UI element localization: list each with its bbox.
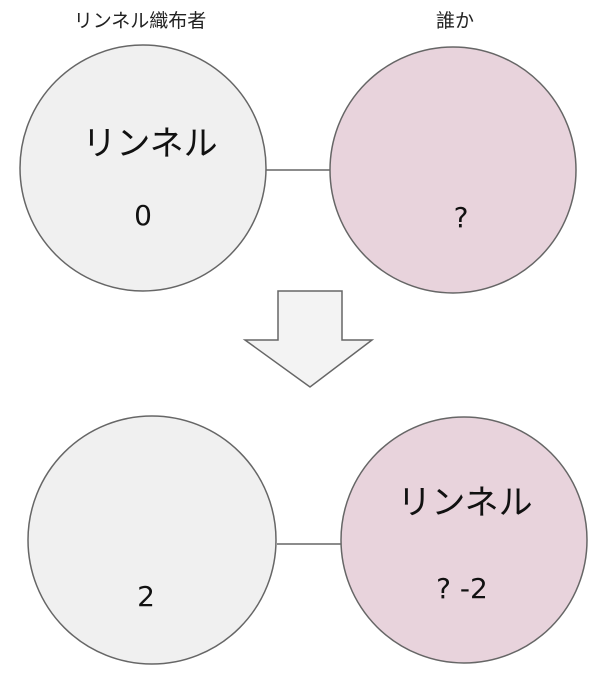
top-left-node-value: 0 [134, 199, 152, 232]
bottom-right-node [340, 416, 588, 664]
top-right-heading: 誰か [436, 10, 474, 32]
bottom-left-node-value: 2 [137, 580, 155, 613]
top-right-node-value: ? [454, 201, 469, 234]
bottom-right-node-name: リンネル [397, 483, 532, 523]
top-right-node [329, 46, 577, 294]
top-left-node [19, 44, 267, 292]
bottom-left-node [27, 415, 277, 665]
bottom-right-node-value: ? -2 [436, 572, 488, 605]
down-arrow-icon [242, 290, 375, 388]
top-left-node-name: リンネル [82, 124, 217, 164]
top-left-heading: リンネル織布者 [74, 10, 207, 32]
